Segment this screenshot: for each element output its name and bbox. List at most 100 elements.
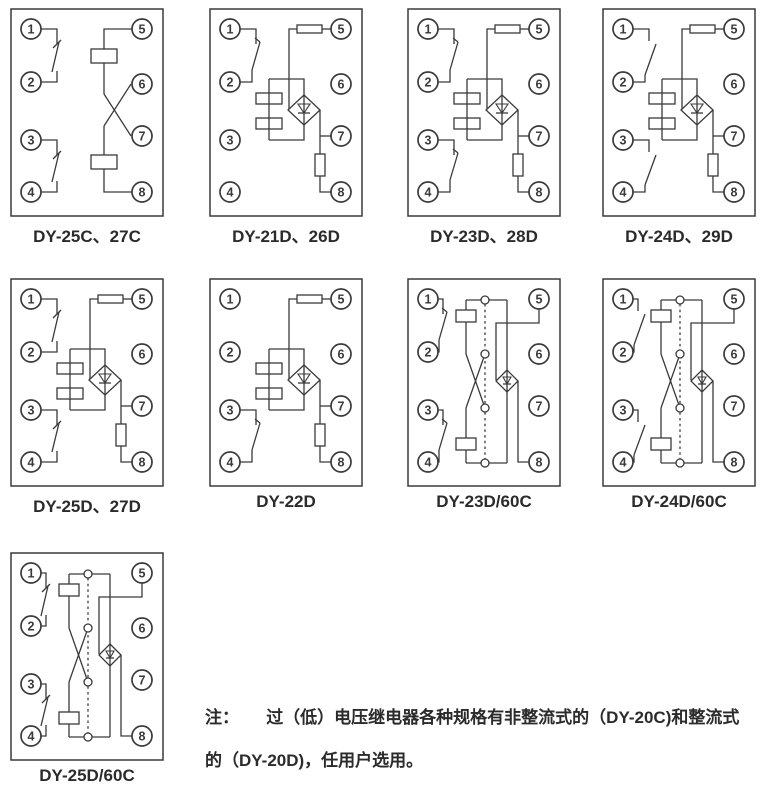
diode-triangle [97,373,113,384]
schematic-border [10,8,164,217]
terminal-circle [417,181,439,203]
contact-fixed-lead [633,139,650,152]
terminal-circle [528,451,550,473]
terminal-circle [20,562,42,584]
terminal-circle [612,18,634,40]
coil [56,387,84,400]
terminal-number: 4 [620,455,627,469]
contact-moving-lead [240,70,253,83]
terminal-number: 6 [139,347,146,361]
terminal-circle [131,669,153,691]
contact-tick [52,309,62,319]
wire [319,176,331,193]
terminal-circle [219,71,241,93]
terminal-circle [723,181,745,203]
terminal-circle [612,71,634,93]
diode-triangle [105,650,115,660]
coil [255,92,283,105]
terminal-circle [20,18,42,40]
terminal-circle [723,73,745,95]
terminal-circle [330,73,352,95]
terminal-number: 7 [139,673,146,687]
terminal-number: 2 [620,345,627,359]
terminal-number: 8 [536,455,543,469]
terminal-number: 7 [536,129,543,143]
contact-blade [633,313,646,346]
terminal-number: 7 [139,129,146,143]
terminal-circle [723,288,745,310]
terminal-circle [330,125,352,147]
terminal-number: 4 [28,729,35,743]
terminal-circle [219,288,241,310]
terminal-number: 1 [28,566,35,580]
terminal-circle [20,725,42,747]
contact-blade [40,585,49,617]
contact-blade [438,311,448,341]
terminal-circle [528,18,550,40]
terminal-circle [330,181,352,203]
schematic-border [407,8,561,217]
diode-triangle [296,103,312,114]
junction-node [675,458,685,468]
contact-hook [452,148,459,154]
schematic-border [602,278,756,487]
note-text-line2: 的（DY-20D)，任用户选用。 [205,751,424,770]
contact-fixed-lead [41,409,58,425]
terminal-circle [131,125,153,147]
terminal-number: 2 [425,75,432,89]
terminal-circle [131,725,153,747]
diagram-label: DY-25D/60C [39,766,135,785]
contact-moving-lead [41,341,58,353]
terminal-number: 6 [536,77,543,91]
contact-blade [51,41,60,73]
diode-triangle [697,376,707,386]
junction-node [83,623,93,633]
contact-fixed-lead [633,409,639,422]
terminal-number: 2 [425,345,432,359]
terminal-circle [417,399,439,421]
terminal-circle [723,395,745,417]
diagram-label: DY-24D/60C [631,492,727,511]
contact-fixed-lead [41,298,58,314]
contact-tick [52,39,62,49]
contact-tick [41,583,51,593]
junction-node [480,403,490,413]
terminal-circle [20,341,42,363]
terminal-circle [528,343,550,365]
contact-fixed-lead [41,139,58,155]
coil [453,92,481,105]
crossover-wire [465,353,486,409]
wire [690,309,735,380]
terminal-number: 6 [731,77,738,91]
terminal-circle [20,399,42,421]
terminal-circle [20,451,42,473]
wire [269,395,305,411]
contact-moving-lead [41,725,47,737]
wire [712,381,724,463]
contact-blade [449,152,459,181]
contact-blade [251,41,261,71]
junction-node [480,349,490,359]
contact-fixed-lead [41,572,47,588]
junction-node [83,569,93,579]
terminal-number: 6 [536,347,543,361]
wire [662,78,698,95]
diode-triangle [689,103,705,114]
terminal-number: 8 [731,455,738,469]
terminal-circle [612,451,634,473]
diode-triangle [502,376,512,386]
terminal-number: 3 [28,133,35,147]
terminal-circle [528,288,550,310]
terminal-circle [131,343,153,365]
terminal-circle [612,288,634,310]
